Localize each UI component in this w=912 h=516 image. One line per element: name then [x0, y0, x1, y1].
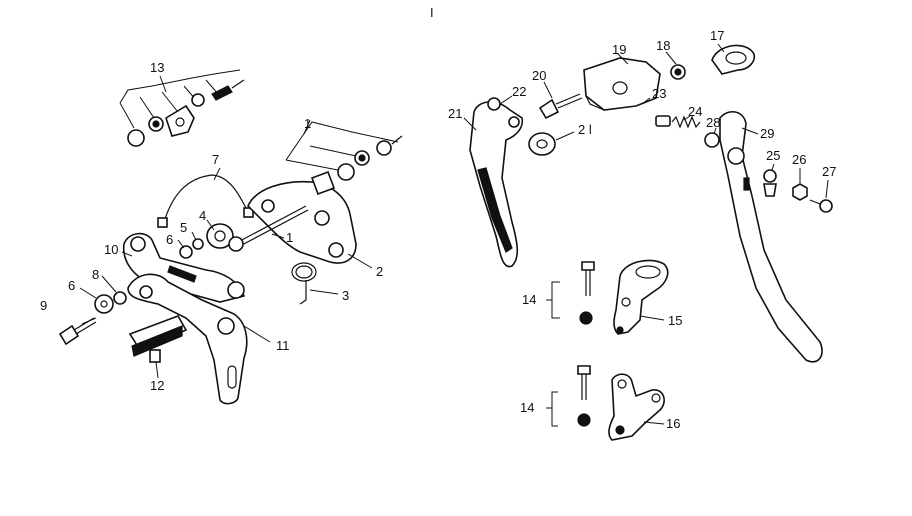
label-23: 23	[652, 86, 666, 101]
label-22: 22	[512, 84, 526, 99]
label-21: 21	[448, 106, 462, 121]
part-15-bracket	[613, 259, 669, 335]
label-16: 16	[666, 416, 680, 431]
label-12: 12	[150, 378, 164, 393]
label-15: 15	[668, 313, 682, 328]
label-10: 10	[104, 242, 118, 257]
part-1-nut	[376, 140, 392, 156]
part-11-caliper-arm	[127, 273, 248, 405]
leader-lines	[79, 43, 829, 425]
part-17-band-clamp	[711, 44, 756, 75]
part-13-bolt	[211, 85, 233, 101]
label-6-upper: 6	[166, 232, 173, 247]
part-12-brake-shoe	[128, 315, 188, 379]
label-6-lower: 6	[68, 278, 75, 293]
part-19-lever-body	[583, 57, 661, 111]
part-2-center-bridge	[247, 180, 357, 264]
part-1-washer	[337, 163, 355, 181]
part-13-plate	[165, 104, 195, 137]
label-2l: 2 l	[578, 122, 592, 137]
label-7: 7	[212, 152, 219, 167]
label-2: 2	[376, 264, 383, 279]
part-26-nut	[792, 183, 808, 201]
brake-lever-assembly	[469, 44, 833, 441]
label-26: 26	[792, 152, 806, 167]
part-14-bolt-set-lower	[546, 365, 591, 427]
part-1-pivot-bolt-set	[237, 121, 403, 247]
part-23-ferrule	[655, 115, 671, 127]
part-14-bolt-set-upper	[546, 261, 595, 325]
part-13-washer-2	[191, 93, 205, 107]
label-14-upper: 14	[522, 292, 536, 307]
part-16-bracket	[608, 373, 665, 441]
caliper-brake-assembly	[58, 69, 403, 405]
label-28: 28	[706, 115, 720, 130]
part-29-long-lever	[719, 111, 823, 363]
part-7-straddle-cable	[163, 174, 249, 223]
part-1-pivot-bolt	[237, 205, 307, 243]
label-5: 5	[180, 220, 187, 235]
label-29: 29	[760, 126, 774, 141]
part-3-return-spring	[291, 262, 317, 305]
part-22-pin	[487, 97, 501, 111]
top-marker: I	[430, 5, 434, 20]
label-9: 9	[40, 298, 47, 313]
label-20: 20	[532, 68, 546, 83]
label-1-top: 1	[304, 116, 311, 131]
part-6-washer-lower	[94, 294, 114, 314]
part-5-washer	[192, 238, 204, 250]
label-13: 13	[150, 60, 164, 75]
label-1-mid: 1	[286, 230, 293, 245]
part-7-cable-end	[157, 217, 168, 228]
label-27: 27	[822, 164, 836, 179]
part-13-hardware-set	[119, 69, 245, 147]
part-13-cap	[127, 129, 145, 147]
label-3: 3	[342, 288, 349, 303]
part-24-spring	[671, 115, 701, 129]
label-25: 25	[766, 148, 780, 163]
part-labels: 13 1 7 4 5 6 1 10 2 8 6 3 9 11 12 17 18 …	[40, 28, 836, 431]
part-6-washer	[179, 245, 193, 259]
part-10-caliper-arm	[122, 232, 246, 303]
part-8-nut	[113, 291, 127, 305]
label-19: 19	[612, 42, 626, 57]
label-8: 8	[92, 267, 99, 282]
label-14-lower: 14	[520, 400, 534, 415]
label-11: 11	[276, 338, 290, 353]
label-24: 24	[688, 104, 702, 119]
part-9-mounting-bolt	[58, 317, 97, 346]
part-27-bolt	[809, 199, 833, 213]
part-25-washer	[763, 169, 777, 183]
part-21-brake-lever	[469, 101, 524, 268]
part-28-bushing	[704, 132, 720, 148]
part-21-adjuster	[528, 132, 556, 156]
part-20-screw	[538, 93, 583, 120]
label-17: 17	[710, 28, 724, 43]
label-4: 4	[199, 208, 206, 223]
label-18: 18	[656, 38, 670, 53]
